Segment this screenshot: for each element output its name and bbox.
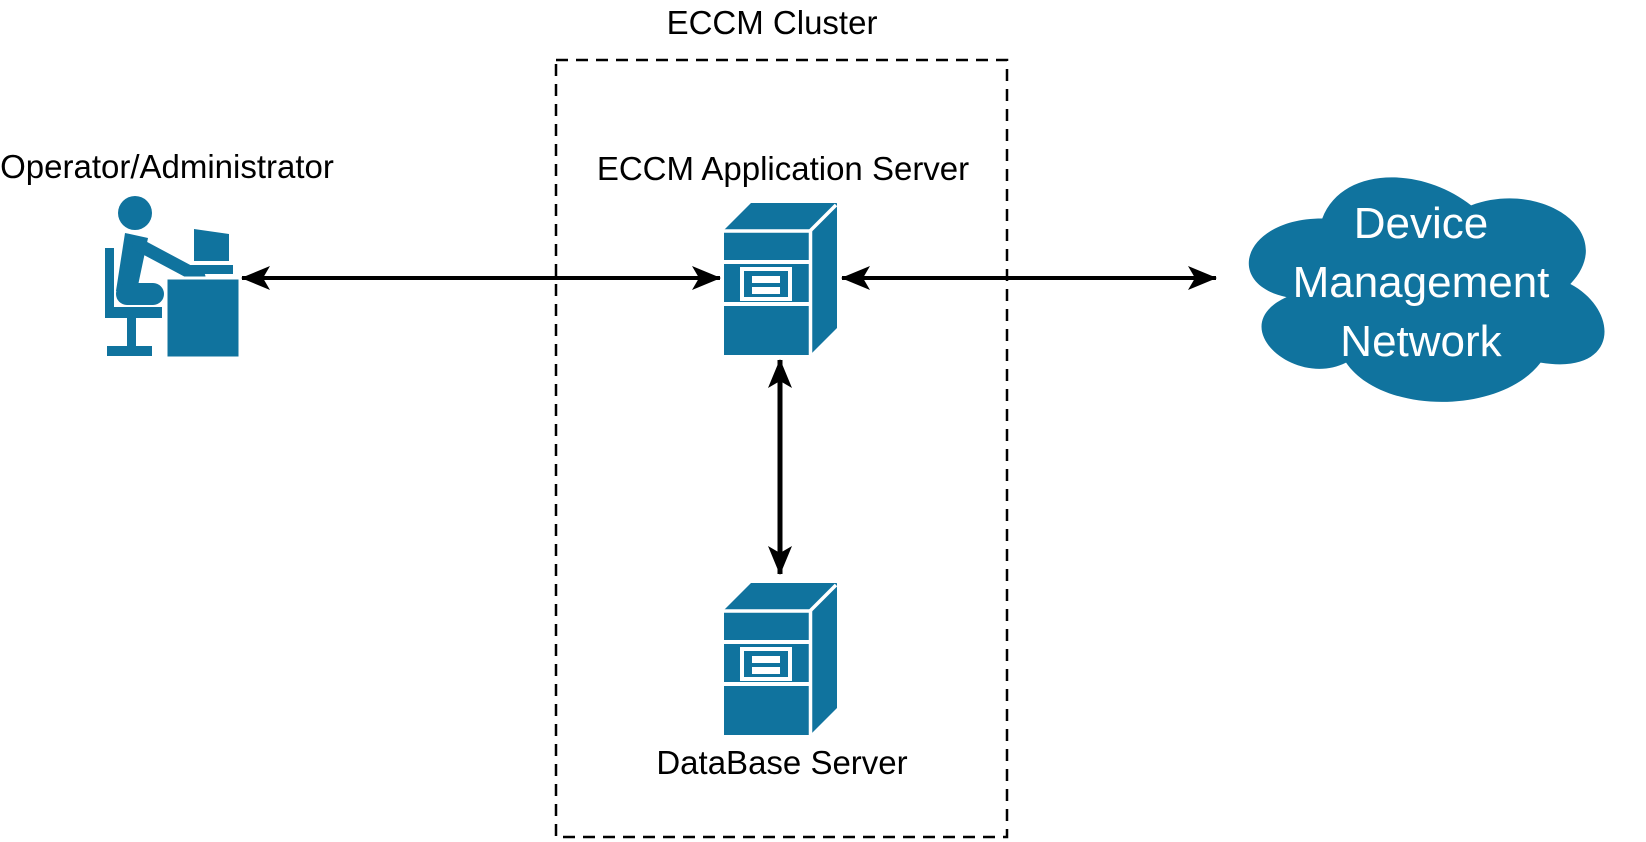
cloud-shape [1248, 177, 1605, 402]
app-server-label: ECCM Application Server [596, 150, 970, 187]
cloud-label-line: Device [1353, 199, 1489, 248]
cloud-label-line: Network [1340, 317, 1502, 366]
cloud-label-line: Management [1292, 258, 1550, 307]
cluster-label: ECCM Cluster [666, 4, 878, 41]
cloud-label: Device Management Network [1293, 194, 1550, 371]
app-server-icon [722, 201, 839, 357]
person-at-desk-icon [105, 196, 242, 360]
db-server-label: DataBase Server [656, 744, 908, 781]
operator-label: Operator/Administrator [0, 148, 334, 185]
cluster-boundary [554, 58, 1009, 839]
db-server-icon [722, 581, 839, 737]
